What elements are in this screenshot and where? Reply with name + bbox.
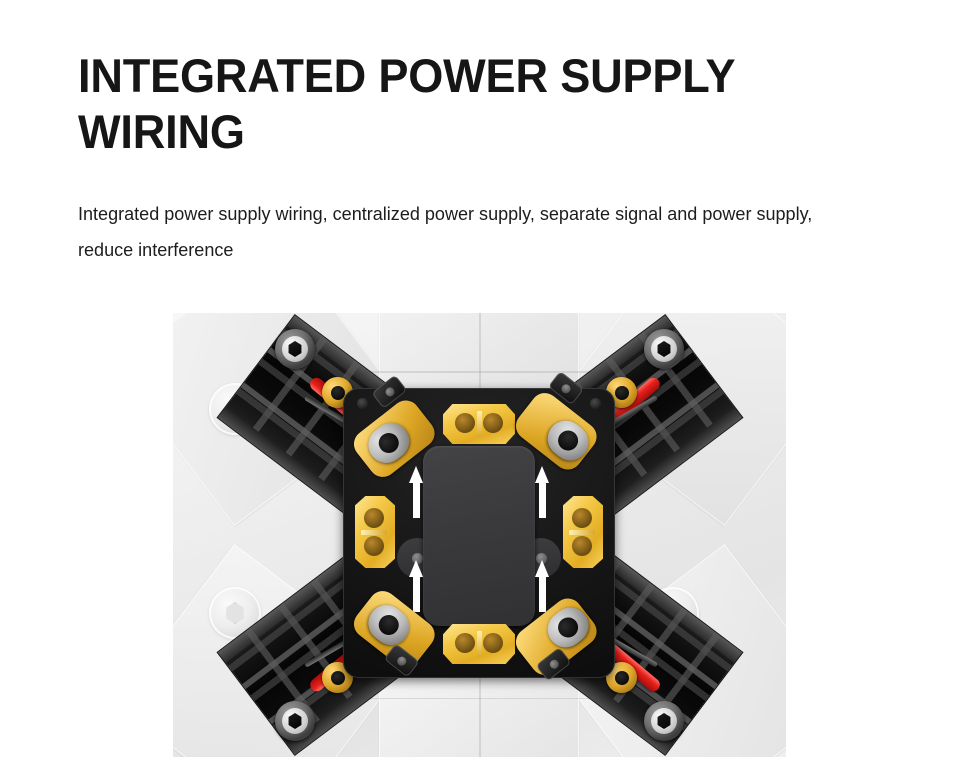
connector-pin [364,508,384,528]
arrow-shaft [412,574,420,612]
arrow-shaft [538,480,546,518]
power-flow-arrow-bottom-right [535,560,549,612]
connector-pin [364,536,384,556]
connector-pin [483,633,503,653]
arrow-shaft [412,480,420,518]
arm-screw-boss-top-left [275,329,315,369]
body-seam-lower [363,697,599,699]
power-flow-arrow-top-left [409,466,423,518]
arm-screw-boss-bottom-right [644,701,684,741]
body-seam-top [479,313,481,405]
connector-pin [572,508,592,528]
arm-screw-boss-bottom-left [275,701,315,741]
plate-notch [590,398,601,409]
body-panel-bottom-center [379,677,579,757]
product-image-scene [173,313,786,757]
arrow-up-icon [535,560,549,577]
product-image [173,313,786,757]
connector-pin [483,413,503,433]
body-seam-bottom [479,665,481,757]
connector-pin [455,413,475,433]
arrow-up-icon [535,466,549,483]
connector-key [476,411,482,437]
feature-description: Integrated power supply wiring, centrali… [78,203,813,260]
plate-notch [357,398,368,409]
xt-connector-left [355,496,395,568]
page-title: INTEGRATED POWER SUPPLY WIRING [78,49,735,158]
xt-connector-bottom [443,624,515,664]
arrow-up-icon [409,560,423,577]
connector-key [569,529,595,535]
arrow-shaft [538,574,546,612]
feature-text-block: INTEGRATED POWER SUPPLY WIRING Integrate… [78,48,868,268]
battery-mount-tray [423,446,535,626]
xt-connector-right [563,496,603,568]
arm-screw-boss-top-right [644,329,684,369]
power-flow-arrow-top-right [535,466,549,518]
body-seam-upper [363,371,599,373]
arrow-up-icon [409,466,423,483]
body-panel-top-center [379,313,579,393]
connector-pin [572,536,592,556]
xt-connector-top [443,404,515,444]
connector-pin [455,633,475,653]
connector-key [476,631,482,657]
connector-key [361,529,387,535]
power-flow-arrow-bottom-left [409,560,423,612]
